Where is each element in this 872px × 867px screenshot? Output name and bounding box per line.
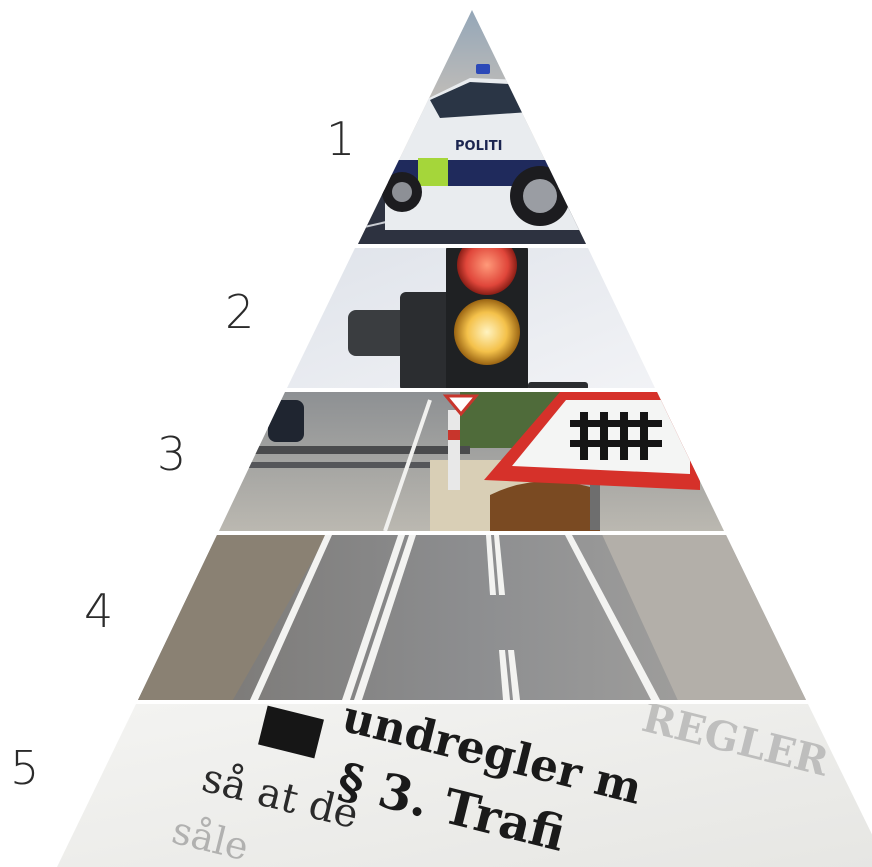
level-number-5: 5 [10,745,39,791]
level-number-2: 2 [225,289,254,335]
level-number-4: 4 [84,588,113,634]
siren-light [476,64,490,74]
pyramid-level-5: undregler m § 3. Trafi så at de såle REG… [50,691,872,867]
pyramid-level-4 [130,530,820,705]
police-car-photo: POLITI [382,64,603,230]
pyramid-level-3 [210,388,740,538]
pyramid-level-2 [280,235,660,394]
level-number-1: 1 [326,116,355,162]
pyramid-level-1: POLITI [350,0,603,250]
level-number-3: 3 [157,431,186,477]
amber-lamp [454,299,520,365]
police-car-label: POLITI [455,139,502,154]
